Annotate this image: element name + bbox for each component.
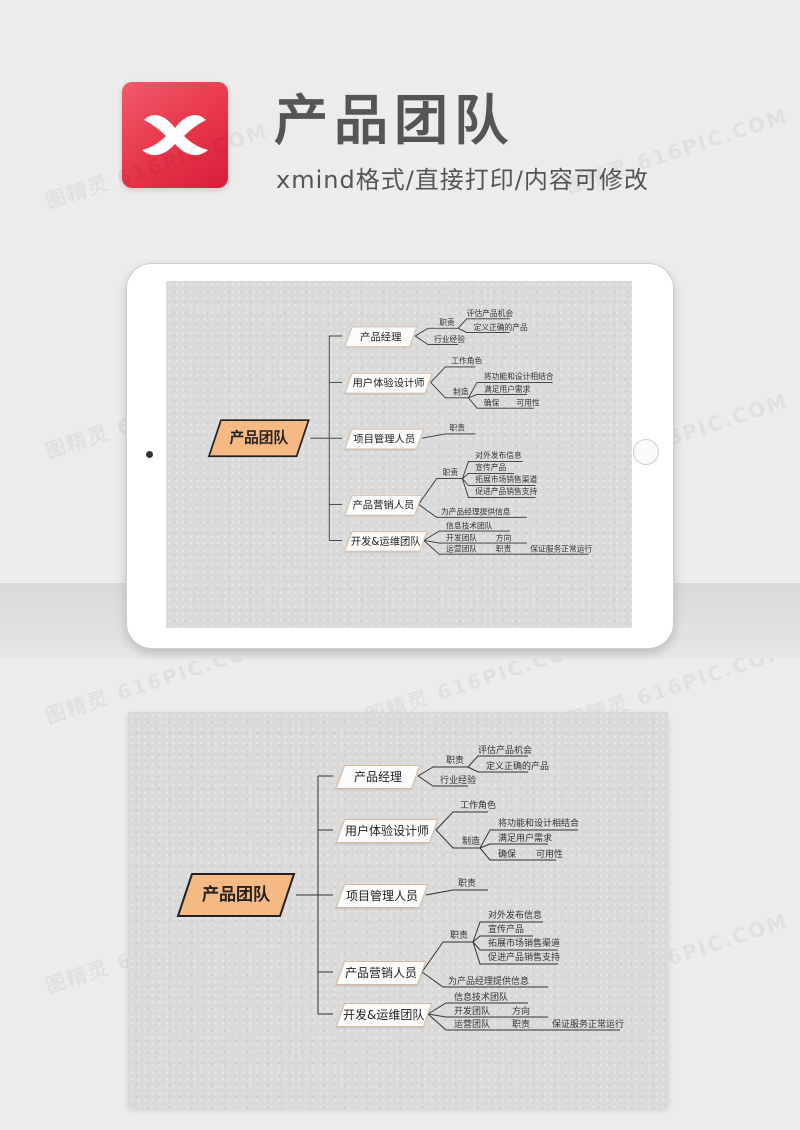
leaf-node: 将功能和设计相结合	[498, 819, 580, 829]
branch-node: 产品经理	[344, 326, 418, 348]
leaf-node: 方向	[512, 1007, 531, 1017]
mind-map-connectors	[296, 755, 620, 1031]
leaf-node: 拓展市场销售渠道	[475, 476, 538, 485]
branch-node: 开发&运维团队	[344, 531, 428, 552]
leaf-node: 满足用户需求	[498, 834, 553, 844]
page-subtitle: xmind格式/直接打印/内容可修改	[276, 166, 649, 194]
leaf-node: 可用性	[536, 850, 564, 860]
leaf-node: 定义正确的产品	[486, 762, 550, 772]
branch-node: 产品营销人员	[335, 961, 427, 985]
root-label: 产品团队	[229, 429, 289, 447]
leaf-node: 确保	[483, 399, 500, 409]
leaf-node: 方向	[495, 534, 512, 544]
leaf-node: 确保	[498, 850, 517, 860]
leaf-node: 工作角色	[451, 357, 483, 367]
mind-map-connectors	[310, 318, 589, 555]
mind-map-paper-preview: 产品团队 产品经理 用户体验设计师 项目管理人员 产品营销人员 开发&运维团队 …	[128, 712, 668, 1108]
leaf-node: 工作角色	[460, 801, 497, 811]
mind-map-root-node: 产品团队	[176, 872, 296, 918]
branch-node: 开发&运维团队	[335, 1003, 433, 1027]
leaf-node: 职责	[495, 545, 512, 555]
leaf-node: 促进产品销售支持	[475, 488, 538, 497]
leaf-node: 职责	[450, 931, 469, 941]
xmind-logo-icon	[122, 82, 228, 188]
leaf-node: 职责	[449, 424, 466, 434]
leaf-node: 开发团队	[446, 534, 478, 544]
leaf-node: 对外发布信息	[488, 911, 543, 921]
branch-node: 项目管理人员	[335, 884, 429, 908]
leaf-node: 制造	[462, 837, 481, 847]
leaf-node: 宣传产品	[475, 464, 507, 473]
branch-node: 用户体验设计师	[344, 372, 433, 394]
page-title: 产品团队	[274, 89, 514, 152]
branch-node: 产品经理	[335, 765, 421, 789]
leaf-node: 职责	[512, 1020, 531, 1030]
leaf-node: 行业经验	[440, 776, 477, 786]
mind-map-root-node: 产品团队	[207, 418, 310, 458]
leaf-node: 拓展市场销售渠道	[488, 939, 561, 949]
leaf-node: 职责	[458, 879, 477, 889]
leaf-node: 评估产品机会	[478, 746, 533, 756]
leaf-node: 职责	[442, 469, 459, 478]
leaf-node: 信息技术团队	[454, 993, 509, 1003]
leaf-node: 将功能和设计相结合	[483, 372, 554, 382]
branch-node: 产品营销人员	[344, 494, 423, 516]
leaf-node: 定义正确的产品	[473, 323, 528, 333]
leaf-node: 职责	[439, 318, 455, 328]
leaf-node: 开发团队	[454, 1007, 491, 1017]
branch-node: 用户体验设计师	[335, 819, 439, 843]
leaf-node: 运营团队	[446, 545, 478, 555]
leaf-node: 为产品经理提供信息	[448, 977, 530, 987]
leaf-node: 宣传产品	[488, 925, 525, 935]
leaf-node: 评估产品机会	[466, 310, 514, 319]
leaf-node: 制造	[452, 388, 469, 397]
leaf-node: 促进产品销售支持	[488, 953, 561, 963]
branch-node: 项目管理人员	[344, 428, 425, 450]
mind-map: 产品团队 产品经理 用户体验设计师 项目管理人员 产品营销人员 开发&运维团队 …	[166, 281, 630, 621]
leaf-node: 为产品经理提供信息	[440, 508, 511, 518]
leaf-node: 保证服务正常运行	[552, 1020, 625, 1030]
home-button-icon	[633, 439, 659, 465]
leaf-node: 行业经验	[434, 335, 466, 345]
root-label: 产品团队	[202, 885, 270, 905]
tablet-screen: 产品团队 产品经理 用户体验设计师 项目管理人员 产品营销人员 开发&运维团队 …	[166, 281, 632, 628]
leaf-node: 职责	[446, 756, 465, 766]
leaf-node: 运营团队	[454, 1020, 491, 1030]
leaf-node: 信息技术团队	[446, 522, 493, 532]
leaf-node: 可用性	[516, 399, 540, 409]
camera-icon	[146, 451, 153, 458]
leaf-node: 保证服务正常运行	[530, 545, 593, 555]
watermark: 图精灵 616PIC.COM	[562, 103, 792, 199]
leaf-node: 对外发布信息	[475, 451, 522, 461]
mind-map: 产品团队 产品经理 用户体验设计师 项目管理人员 产品营销人员 开发&运维团队 …	[128, 712, 668, 1108]
leaf-node: 满足用户需求	[483, 385, 531, 395]
